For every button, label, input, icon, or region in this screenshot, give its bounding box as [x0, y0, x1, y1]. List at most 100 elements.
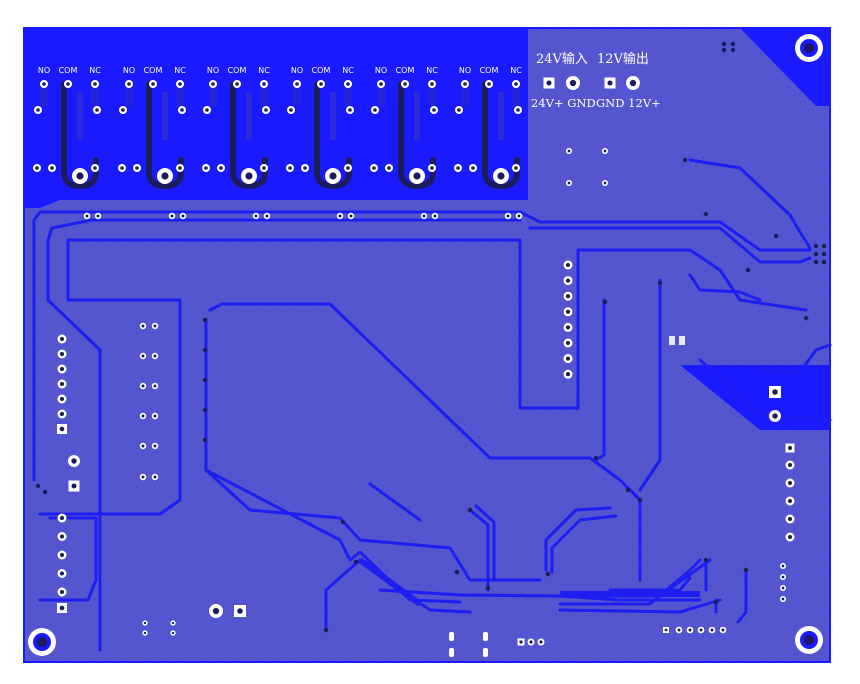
- smd-pad: [483, 648, 488, 657]
- header-pin-center: [563, 276, 573, 286]
- header-pin-left: [57, 394, 67, 404]
- via: [353, 559, 359, 565]
- relay-pad: [430, 106, 438, 114]
- relay-com-pad-top: [401, 80, 409, 88]
- relay-label-no: NO: [375, 66, 387, 75]
- relay-pad: [33, 164, 41, 172]
- driver-pad: [179, 212, 187, 220]
- via: [803, 315, 809, 321]
- driver-pad: [336, 212, 344, 220]
- header-pin-bottom-square: [663, 627, 669, 633]
- pad-bottom: [537, 638, 545, 646]
- mounting-hole-bottom-left: [28, 628, 56, 656]
- relay-terminal-pad: [325, 168, 341, 184]
- label-24v-pins: 24V+ GND: [531, 96, 596, 110]
- power-24v-plus-pad: [543, 77, 555, 89]
- resistor-pad: [139, 412, 147, 420]
- relay-label-com: COM: [59, 66, 78, 75]
- relay-nc-pad-top: [260, 80, 268, 88]
- header-pin-right-lower: [780, 585, 786, 591]
- relay-pad: [34, 106, 42, 114]
- driver-pad: [252, 212, 260, 220]
- header-pin-bottom: [675, 626, 683, 634]
- via: [637, 497, 643, 503]
- via: [703, 211, 709, 217]
- smd-pad-a: [669, 336, 675, 345]
- relay-nc-pad-top: [428, 80, 436, 88]
- via: [703, 557, 709, 563]
- relay-pad: [260, 164, 268, 172]
- relay-pad: [133, 164, 141, 172]
- relay-terminal-pad: [493, 168, 509, 184]
- header-pin-center: [563, 260, 573, 270]
- relay-terminal-pad: [241, 168, 257, 184]
- header-pin-right: [785, 496, 795, 506]
- relay-no-pad-top: [125, 80, 133, 88]
- via: [821, 259, 827, 265]
- resistor-pad: [151, 352, 159, 360]
- relay-loops: [40, 81, 520, 190]
- relay-pad: [119, 106, 127, 114]
- header-pin-left-square: [57, 424, 67, 434]
- via: [821, 243, 827, 249]
- via: [566, 180, 572, 186]
- relay-no-pad-top: [377, 80, 385, 88]
- header-pin-right-lower: [780, 596, 786, 602]
- relay-pad: [118, 164, 126, 172]
- header-pin-left: [57, 364, 67, 374]
- driver-pad: [431, 212, 439, 220]
- relay-pad: [455, 106, 463, 114]
- relay-stub: [377, 86, 385, 106]
- relay-com-loop: [314, 81, 352, 190]
- header-pin-left-lower: [57, 550, 67, 560]
- resistor-pad: [151, 382, 159, 390]
- header-pin-bottom: [719, 626, 727, 634]
- relay-label-com: COM: [228, 66, 247, 75]
- relay-pad: [469, 164, 477, 172]
- via: [485, 585, 491, 591]
- relay-pad: [512, 164, 520, 172]
- relay-no-pad-top: [461, 80, 469, 88]
- relay-pad: [203, 106, 211, 114]
- mounting-hole-bottom-right: [795, 626, 823, 654]
- resistor-pad: [139, 473, 147, 481]
- relay-pad: [301, 164, 309, 172]
- header-pin-center: [563, 291, 573, 301]
- via: [730, 41, 736, 47]
- relay-label-no: NO: [459, 66, 471, 75]
- via: [745, 267, 751, 273]
- header-pin-right: [785, 532, 795, 542]
- relay-pad: [385, 164, 393, 172]
- driver-pad: [347, 212, 355, 220]
- relay-label-no: NO: [38, 66, 50, 75]
- driver-pad: [83, 212, 91, 220]
- via: [821, 251, 827, 257]
- resistor-pad: [139, 442, 147, 450]
- relay-nc-pad-top: [344, 80, 352, 88]
- header-pin-right-lower: [780, 574, 786, 580]
- relay-pad: [370, 164, 378, 172]
- relay-pad: [428, 164, 436, 172]
- pad-bottom: [527, 638, 535, 646]
- via: [682, 157, 688, 163]
- relay-com-pad-top: [485, 80, 493, 88]
- relay-pad: [202, 164, 210, 172]
- smd-pad: [483, 632, 488, 641]
- header-pin-bottom: [708, 626, 716, 634]
- header-pin-right: [785, 460, 795, 470]
- relay-stub: [344, 86, 352, 106]
- header-pin-left-lower: [57, 569, 67, 578]
- relay-com-pad-top: [64, 80, 72, 88]
- pad-left: [68, 455, 80, 467]
- via: [170, 620, 176, 626]
- via: [202, 407, 208, 413]
- relay-pad: [93, 106, 101, 114]
- relay-pad: [514, 106, 522, 114]
- via: [813, 251, 819, 257]
- relay-no-pad-top: [209, 80, 217, 88]
- pad-bottom-square: [234, 605, 246, 617]
- resistor-pad: [151, 442, 159, 450]
- resistor-pad: [139, 382, 147, 390]
- resistor-pad: [139, 322, 147, 330]
- relay-pad: [286, 164, 294, 172]
